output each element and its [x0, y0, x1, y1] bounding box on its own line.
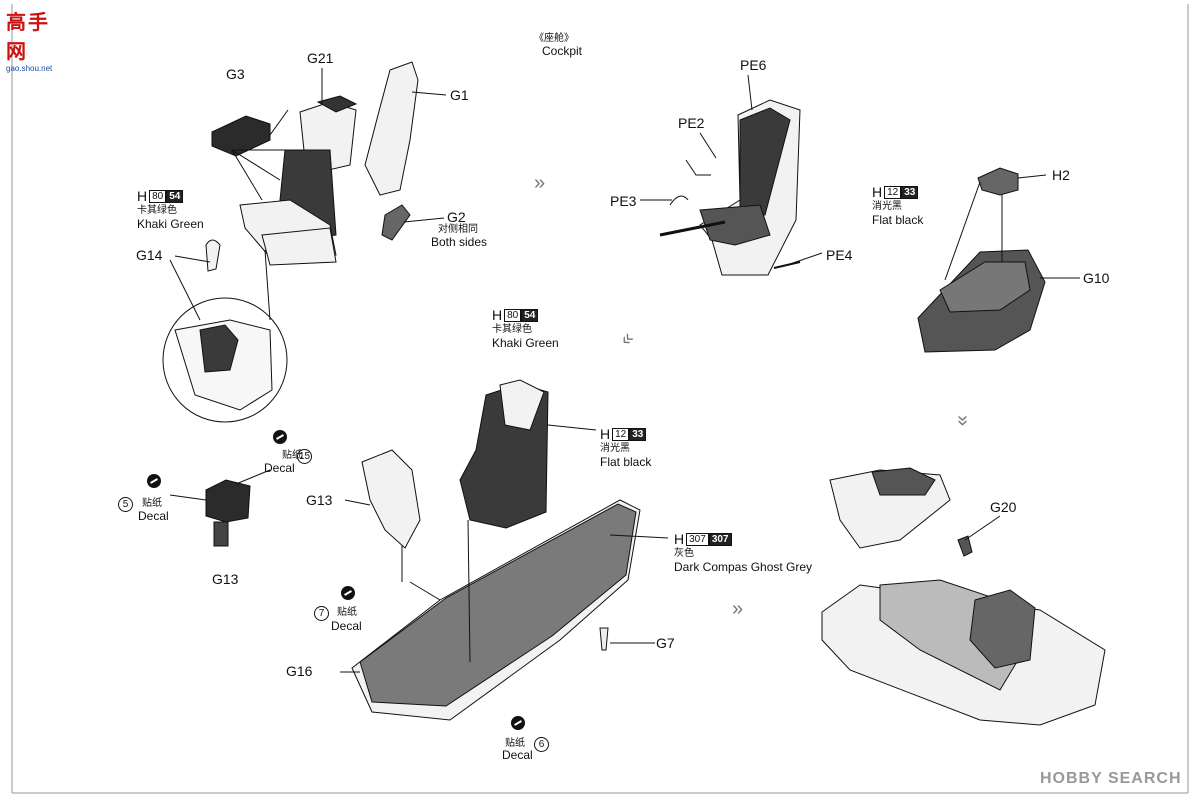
paint-code-2: 307 [708, 532, 732, 546]
watermark-text: 高手网 [6, 12, 50, 63]
part-label-g13: G13 [306, 492, 333, 508]
g13-panel [169, 469, 271, 547]
decal-5-en: Decal [138, 509, 169, 523]
decal-7-cn: 贴纸 [337, 607, 357, 618]
step-arrow-icon: » [534, 172, 545, 194]
paint-prefix: H [137, 188, 148, 204]
paint-name-en: Khaki Green [137, 217, 204, 231]
decal-15-en: Decal [264, 461, 295, 475]
paint-name-cn: 消光黑 [872, 201, 902, 212]
g10-part [917, 167, 1046, 353]
paint-name-en: Khaki Green [492, 336, 559, 350]
paint-callout-grey: H 307 307 [674, 531, 732, 547]
decal-6-en: Decal [502, 748, 533, 762]
paint-code-1: 80 [149, 189, 167, 203]
paint-name-cn: 灰色 [674, 548, 694, 559]
decal-icon [147, 474, 161, 488]
part-label-pe2: PE2 [678, 115, 705, 131]
both-sides-en: Both sides [431, 235, 488, 249]
part-label-g13-panel: G13 [212, 571, 239, 587]
both-sides-cn: 对侧相同 [438, 224, 478, 235]
decal-5-number: 5 [118, 497, 133, 512]
part-label-pe3: PE3 [610, 193, 637, 209]
part-label-g21: G21 [307, 50, 334, 66]
paint-callout-khaki-1: H 80 54 [137, 188, 184, 204]
part-label-g16: G16 [286, 663, 313, 679]
decal-icon [341, 586, 355, 600]
paint-name-en: Flat black [872, 213, 924, 227]
part-label-g1: G1 [450, 87, 469, 103]
decal-7-number: 7 [314, 606, 329, 621]
paint-prefix: H [492, 307, 503, 323]
watermark-url: gao.shou.net [6, 64, 53, 73]
final-assembly [821, 467, 1106, 726]
paint-code-2: 33 [901, 185, 919, 199]
paint-code-1: 80 [504, 308, 522, 322]
paint-prefix: H [872, 184, 883, 200]
paint-name-en: Dark Compas Ghost Grey [674, 560, 813, 574]
paint-code-1: 12 [612, 427, 630, 441]
decal-6-number: 6 [534, 737, 549, 752]
step-arrow-icon: » [732, 598, 743, 620]
seat-step2 [659, 99, 801, 276]
site-watermark-logo: 高手网 gao.shou.net [6, 6, 70, 73]
part-label-pe4: PE4 [826, 247, 853, 263]
decal-15-number: 15 [297, 449, 312, 464]
paint-name-en: Flat black [600, 455, 652, 469]
part-label-g7: G7 [656, 635, 675, 651]
paint-name-cn: 消光黑 [600, 443, 630, 454]
part-label-g14: G14 [136, 247, 163, 263]
decal-15-cn: 贴纸 [282, 450, 302, 461]
paint-code-2: 33 [629, 427, 647, 441]
part-label-g2: G2 [447, 209, 466, 225]
seat-step1 [231, 61, 419, 266]
decal-icon [511, 716, 525, 730]
part-label-h2: H2 [1052, 167, 1070, 183]
section-title-cn: 《座舱》 [534, 33, 574, 44]
paint-code-2: 54 [521, 308, 539, 322]
g14-detail [162, 239, 288, 423]
part-label-g10: G10 [1083, 270, 1110, 286]
hobby-search-watermark: HOBBY SEARCH [1040, 770, 1182, 787]
paint-code-1: 12 [884, 185, 902, 199]
decal-icon [273, 430, 287, 444]
paint-code-2: 54 [166, 189, 184, 203]
paint-prefix: H [600, 426, 611, 442]
g3-part [211, 115, 271, 157]
decal-5-cn: 贴纸 [142, 498, 162, 509]
section-title-en: Cockpit [542, 44, 583, 58]
paint-callout-black-1: H 12 33 [872, 184, 919, 200]
step-arrow-icon: » [952, 414, 975, 421]
part-label-g3: G3 [226, 66, 245, 82]
decal-6-cn: 贴纸 [505, 738, 525, 749]
paint-callout-khaki-2: H 80 54 [492, 307, 539, 323]
part-label-pe6: PE6 [740, 57, 767, 73]
paint-callout-black-2: H 12 33 [600, 426, 647, 442]
leader-lines [174, 68, 1080, 673]
paint-name-cn: 卡其绿色 [137, 205, 177, 216]
decal-7-en: Decal [331, 619, 362, 633]
part-label-g20: G20 [990, 499, 1017, 515]
paint-code-1: 307 [686, 532, 709, 546]
paint-prefix: H [674, 531, 685, 547]
tub-step3 [351, 379, 641, 721]
paint-name-cn: 卡其绿色 [492, 324, 532, 335]
